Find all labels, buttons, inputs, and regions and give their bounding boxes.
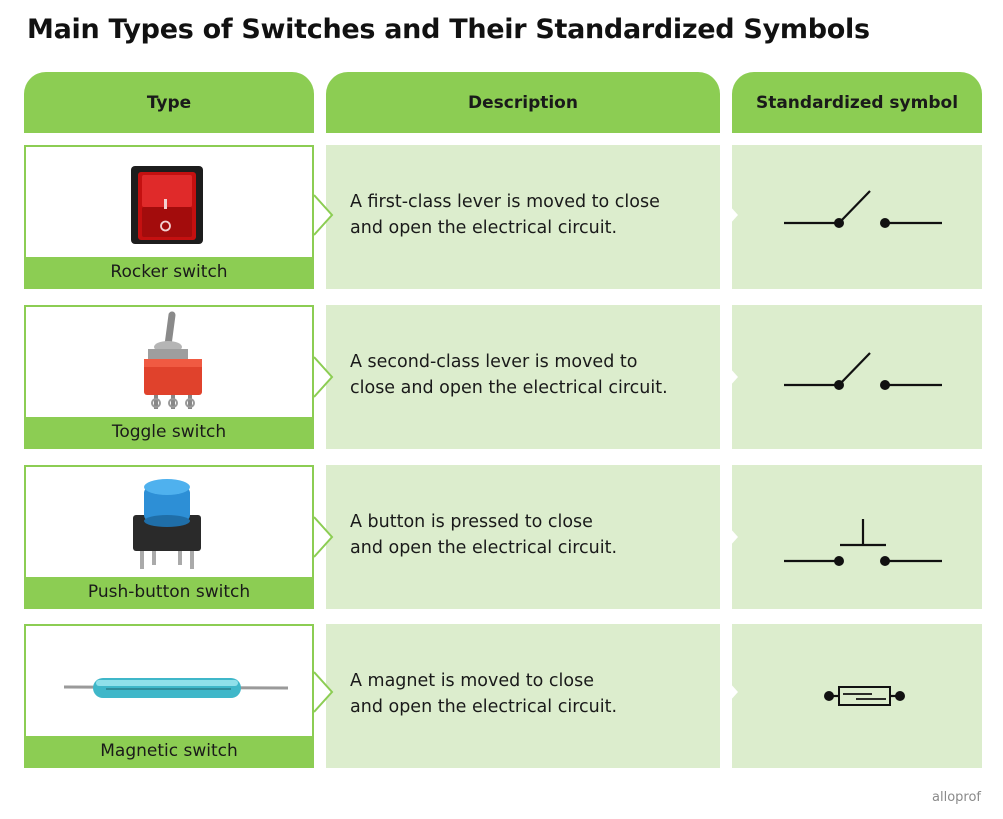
type-label: Toggle switch <box>26 417 312 447</box>
reed-switch-photo <box>26 626 312 736</box>
description-text: A second-class lever is moved to close a… <box>350 352 668 398</box>
symbol-cell <box>732 624 982 768</box>
type-label: Magnetic switch <box>26 736 312 766</box>
arrow-notch <box>314 671 334 713</box>
description-text: A first-class lever is moved to close an… <box>350 192 660 238</box>
description-text: A button is pressed to close and open th… <box>350 512 618 558</box>
table-row: Push-button switch A button is pressed t… <box>0 465 1003 610</box>
arrow-notch <box>720 195 738 235</box>
symbol-cell <box>732 145 982 289</box>
push-button-photo <box>26 467 312 577</box>
brand-logo: alloprof <box>932 790 981 805</box>
description-cell: A button is pressed to close and open th… <box>326 465 720 609</box>
header-description: Description <box>326 72 720 133</box>
type-cell: Rocker switch <box>24 145 314 289</box>
header-symbol: Standardized symbol <box>732 72 982 133</box>
description-cell: A first-class lever is moved to close an… <box>326 145 720 289</box>
header-type: Type <box>24 72 314 133</box>
description-cell: A magnet is moved to close and open the … <box>326 624 720 768</box>
arrow-notch <box>720 672 738 712</box>
arrow-notch <box>314 356 334 398</box>
description-text: A magnet is moved to close and open the … <box>350 671 618 717</box>
type-label: Push-button switch <box>26 577 312 607</box>
description-cell: A second-class lever is moved to close a… <box>326 305 720 449</box>
page-title: Main Types of Switches and Their Standar… <box>27 14 870 45</box>
type-cell: Push-button switch <box>24 465 314 609</box>
magnetic-switch-symbol <box>824 686 905 706</box>
type-label: Rocker switch <box>26 257 312 287</box>
type-cell: Toggle switch <box>24 305 314 449</box>
symbol-cell <box>732 465 982 609</box>
arrow-notch <box>720 357 738 397</box>
arrow-notch <box>314 516 334 558</box>
arrow-notch <box>314 194 334 236</box>
open-switch-symbol <box>784 352 942 390</box>
table-row: Toggle switch A second-class lever is mo… <box>0 305 1003 450</box>
push-button-symbol <box>784 519 942 566</box>
toggle-switch-photo <box>26 307 312 417</box>
table-row: Rocker switch A first-class lever is mov… <box>0 145 1003 290</box>
table-row: Magnetic switch A magnet is moved to clo… <box>0 624 1003 769</box>
open-switch-symbol <box>784 190 942 228</box>
type-cell: Magnetic switch <box>24 624 314 768</box>
symbol-cell <box>732 305 982 449</box>
rocker-switch-photo <box>26 147 312 257</box>
arrow-notch <box>720 517 738 557</box>
